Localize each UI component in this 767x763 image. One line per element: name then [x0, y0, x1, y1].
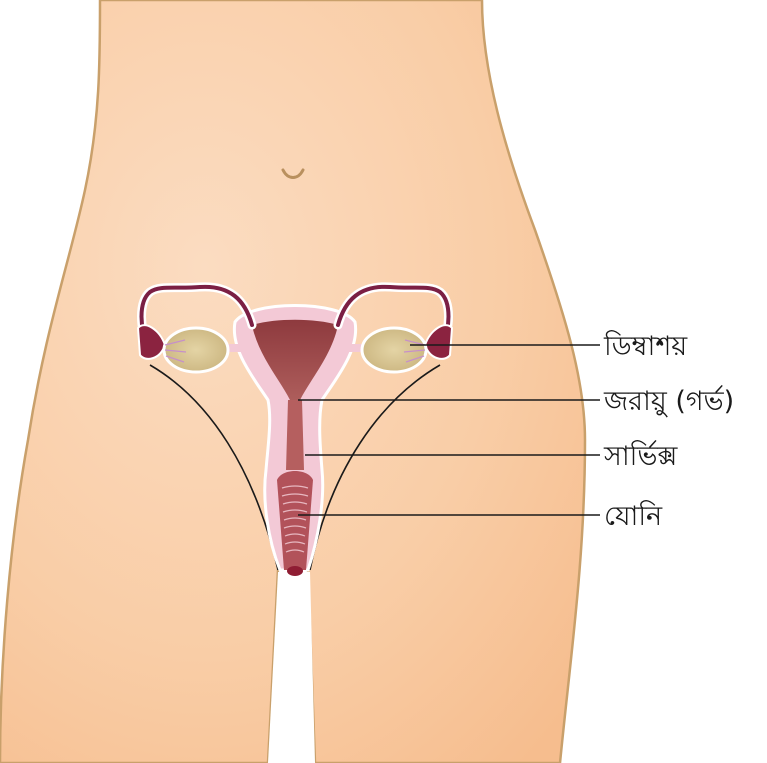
label-ovary: ডিম্বাশয় [603, 330, 688, 362]
label-vagina: যোনি [604, 500, 663, 532]
labels: ডিম্বাশয় জরায়ু (গর্ভ) সার্ভিক্স যোনি [603, 330, 734, 532]
cervix-canal [286, 400, 304, 470]
label-uterus: জরায়ু (গর্ভ) [603, 385, 734, 417]
label-cervix: সার্ভিক্স [603, 440, 679, 472]
vaginal-opening [287, 566, 303, 576]
ovary-right [362, 328, 426, 372]
ovary-left [164, 328, 228, 372]
